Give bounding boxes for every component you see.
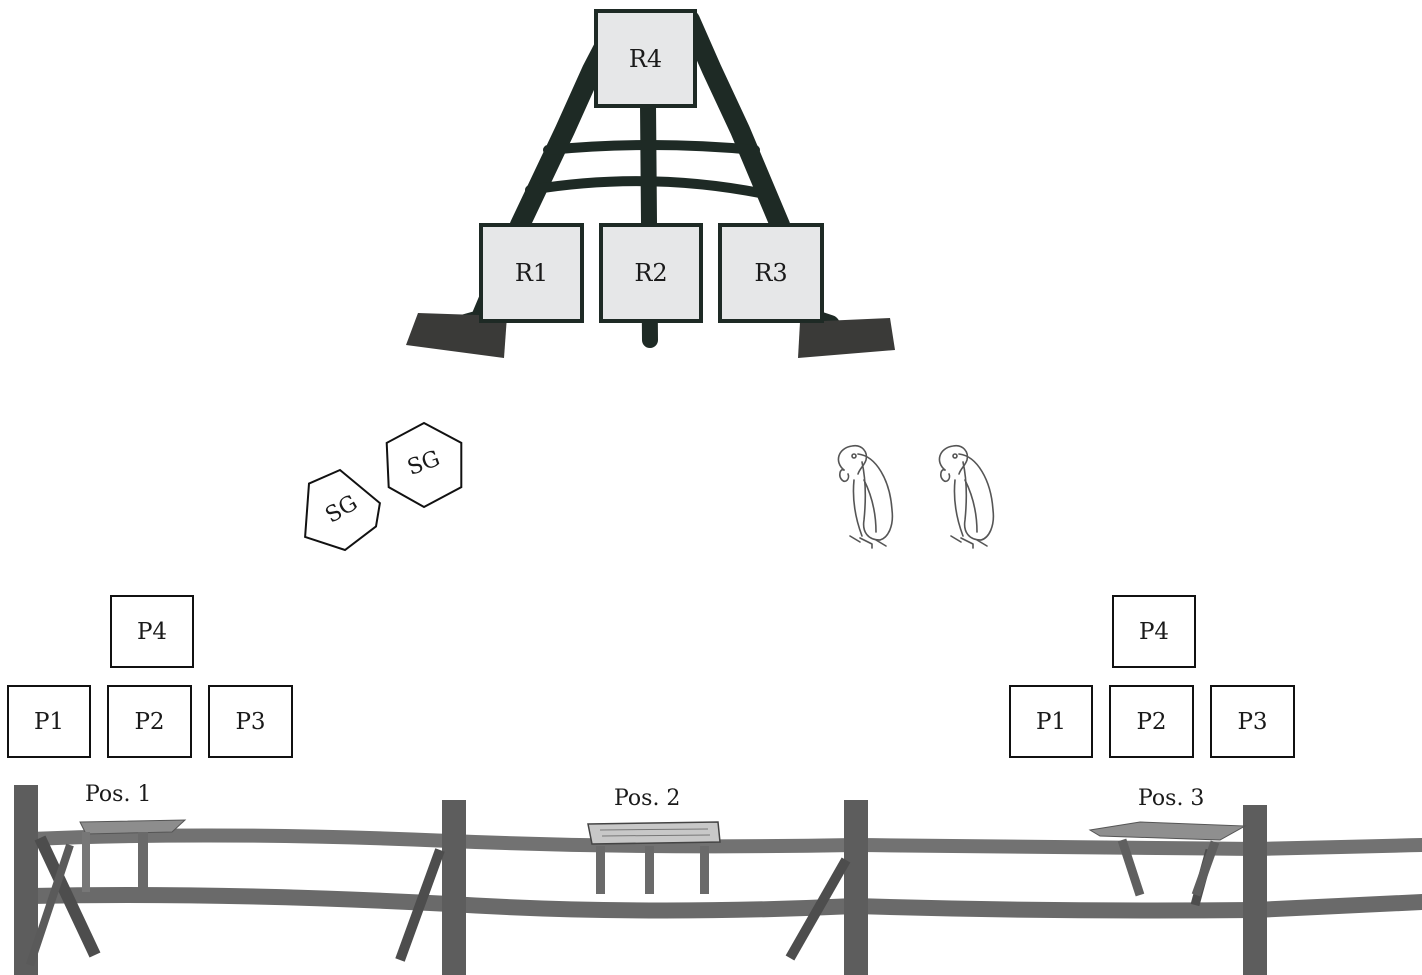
pos1-peg-p3: P3 <box>208 685 293 758</box>
fence-top-rail <box>30 828 1422 856</box>
position-label-1: Pos. 1 <box>85 782 152 807</box>
vulture-icon <box>938 444 995 549</box>
shooting-table-1 <box>79 819 187 892</box>
stand-box-r2: R2 <box>599 223 703 323</box>
stand-box-label: R1 <box>514 259 549 287</box>
peg-label: P1 <box>33 708 65 735</box>
stand-box-label: R2 <box>634 259 668 287</box>
pos3-peg-p3: P3 <box>1210 685 1295 758</box>
peg-label: P1 <box>1035 708 1067 735</box>
hexagon-icon <box>304 468 381 552</box>
peg-label: P4 <box>1138 618 1170 645</box>
pos3-peg-p2: P2 <box>1109 685 1194 758</box>
position-label-2: Pos. 2 <box>614 786 681 811</box>
pos1-peg-p4: P4 <box>110 595 194 668</box>
peg-label: P3 <box>235 708 266 735</box>
fence-brace <box>34 835 101 958</box>
a-frame-upper-rung <box>543 140 760 155</box>
peg-label: P2 <box>1136 708 1167 735</box>
position-label-3: Pos. 3 <box>1138 786 1205 811</box>
fence-post <box>1243 805 1267 975</box>
peg-label: P3 <box>1237 708 1268 735</box>
stand-box-r3: R3 <box>718 223 824 323</box>
vulture-icon <box>837 444 894 549</box>
stand-box-r4: R4 <box>594 9 697 108</box>
peg-label: P2 <box>134 708 165 735</box>
stand-box-label: R4 <box>628 44 663 73</box>
fence-brace <box>395 848 445 962</box>
pos3-peg-p4: P4 <box>1112 595 1196 668</box>
fence <box>14 785 1422 975</box>
fence-post <box>844 800 868 975</box>
fence-post <box>442 800 466 975</box>
shooting-table-3 <box>1088 821 1247 897</box>
stand-box-label: R3 <box>754 259 788 287</box>
hexagon-icon <box>385 421 463 509</box>
a-frame-lower-rung <box>525 176 775 200</box>
fence-brace <box>26 843 74 967</box>
fence-brace <box>785 857 851 961</box>
pos3-peg-p1: P1 <box>1009 685 1093 758</box>
peg-label: P4 <box>136 618 168 645</box>
pos1-peg-p2: P2 <box>107 685 192 758</box>
a-frame-right-foot <box>798 318 895 358</box>
fence-bottom-rail <box>30 887 1422 919</box>
a-frame-left-foot <box>406 313 507 358</box>
shooting-table-2 <box>587 821 721 894</box>
pos1-peg-p1: P1 <box>7 685 91 758</box>
stand-gun-2: SG <box>385 421 463 509</box>
stand-gun-1: SG <box>304 468 381 552</box>
stand-box-r1: R1 <box>479 223 584 323</box>
